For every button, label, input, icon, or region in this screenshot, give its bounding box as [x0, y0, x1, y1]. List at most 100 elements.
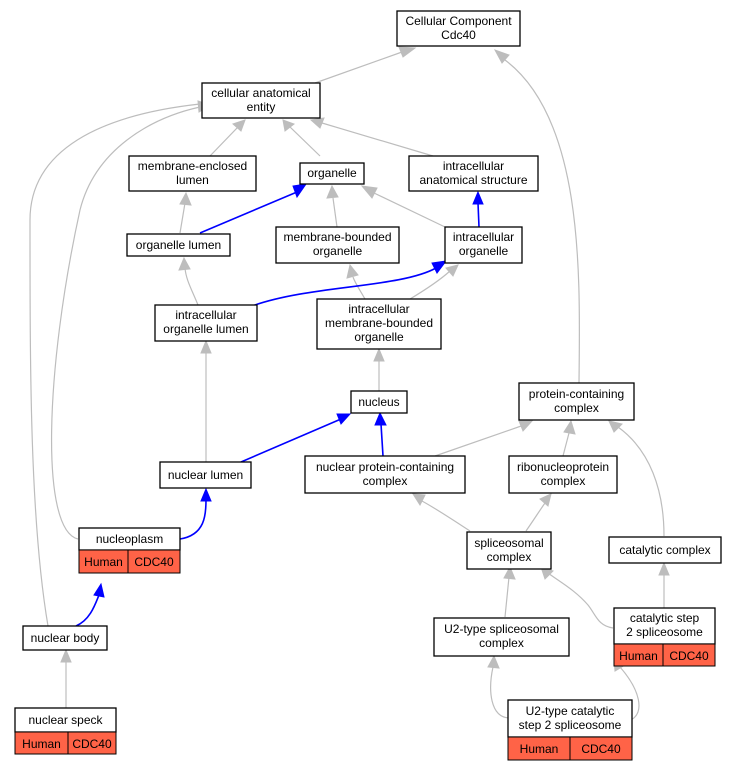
node-label-line: Cdc40 — [441, 28, 476, 42]
node-label-line: nucleoplasm — [96, 532, 163, 546]
edge-imbo-io — [409, 270, 451, 300]
arrowhead-pcc-from-npcc — [518, 420, 534, 432]
edge-u2c-cs2 — [619, 666, 640, 721]
edge-cs2-sc — [547, 572, 614, 629]
edge-io-org — [373, 192, 446, 228]
arrowhead-npcc-from-sc — [412, 493, 426, 507]
arrowhead-root-from-pcc — [493, 49, 510, 64]
node-nuclear-body[interactable]: nuclear body — [22, 625, 108, 651]
edge-imbo-mbo — [352, 276, 366, 300]
edge-rnp-pcc — [562, 432, 570, 457]
edge-io-ias — [477, 202, 480, 228]
annotation-gene: CDC40 — [669, 649, 709, 663]
arrowhead-orgl-from-iol — [178, 256, 191, 271]
node-label-line: intracellular — [175, 308, 236, 322]
node-organelle-lumen[interactable]: organelle lumen — [126, 233, 231, 257]
arrowhead-np-from-nb — [93, 582, 105, 598]
node-label-line: organelle — [354, 330, 404, 344]
annotation-species: Human — [22, 737, 61, 751]
node-label-line: complex — [363, 474, 408, 488]
edge-sc-npcc — [419, 499, 471, 532]
annotation-gene: CDC40 — [72, 737, 112, 751]
arrowhead-org-from-orgl — [292, 183, 308, 199]
node-label-line: membrane-enclosed — [138, 159, 247, 173]
arrowhead-io-from-imbo — [445, 264, 459, 277]
node-nucleoplasm[interactable]: nucleoplasm Human CDC40 — [78, 527, 181, 574]
edge-u2c-u2 — [490, 666, 511, 719]
edge-np-cae — [51, 106, 201, 540]
node-label-line: U2-type catalytic — [526, 704, 615, 718]
edge-cae-root — [314, 51, 403, 84]
node-label-line: membrane-bounded — [283, 230, 391, 244]
node-nuclear-protein-containing-complex[interactable]: nuclear protein-containing complex — [304, 455, 466, 494]
node-label-line: nuclear protein-containing — [316, 460, 454, 474]
nodes: Cellular Component Cdc40 cellular anatom… — [14, 10, 722, 761]
node-label-line: 2 spliceosome — [626, 625, 703, 639]
arrowhead-rnp-from-sc — [539, 493, 552, 507]
node-cellular-anatomical-entity[interactable]: cellular anatomical entity — [201, 82, 321, 119]
edge-mbo-org — [332, 197, 338, 228]
node-membrane-enclosed-lumen[interactable]: membrane-enclosed lumen — [128, 155, 257, 192]
node-intracellular-membrane-bounded-organelle[interactable]: intracellular membrane-bounded organelle — [316, 298, 442, 350]
node-u2-type-catalytic-step-2-spliceosome[interactable]: U2-type catalytic step 2 spliceosome Hum… — [507, 699, 633, 761]
node-spliceosomal-complex[interactable]: spliceosomal complex — [466, 531, 552, 570]
node-label-line: protein-containing — [529, 387, 624, 401]
arrowhead-io-from-iol — [431, 260, 448, 274]
arrowhead-cc-from-cs2 — [658, 561, 670, 576]
arrowhead-imbo-from-nuc — [373, 347, 385, 362]
arrowhead-cae-from-org — [282, 119, 296, 132]
node-u2-type-spliceosomal-complex[interactable]: U2-type spliceosomal complex — [433, 617, 570, 657]
node-label-line: complex — [541, 474, 586, 488]
node-intracellular-organelle[interactable]: intracellular organelle — [444, 226, 523, 264]
node-label-line: intracellular — [443, 159, 504, 173]
node-ribonucleoprotein-complex[interactable]: ribonucleoprotein complex — [508, 455, 618, 494]
arrowhead-ias-from-io — [472, 190, 484, 205]
node-nucleus[interactable]: nucleus — [350, 390, 408, 414]
arrowhead-pcc-from-rnp — [563, 419, 576, 435]
node-cellular-component-cdc40[interactable]: Cellular Component Cdc40 — [396, 10, 521, 47]
node-intracellular-organelle-lumen[interactable]: intracellular organelle lumen — [154, 304, 258, 342]
node-label-line: lumen — [176, 173, 209, 187]
edge-npcc-pcc — [434, 424, 525, 457]
node-catalytic-step-2-spliceosome[interactable]: catalytic step 2 spliceosome Human CDC40 — [613, 607, 716, 667]
edge-iol-orgl — [184, 267, 199, 306]
node-label-line: ribonucleoprotein — [517, 460, 609, 474]
arrowhead-sc-from-u2 — [503, 565, 516, 580]
arrowhead-nuc-from-nl — [336, 413, 352, 425]
arrowhead-nl-from-np — [200, 487, 212, 502]
edge-orgl-mel — [179, 202, 186, 234]
node-label-line: anatomical structure — [419, 173, 527, 187]
node-label-line: catalytic complex — [619, 543, 710, 557]
node-intracellular-anatomical-structure[interactable]: intracellular anatomical structure — [408, 155, 539, 192]
node-label-line: organelle lumen — [136, 238, 221, 252]
node-nuclear-speck[interactable]: nuclear speck Human CDC40 — [14, 707, 117, 755]
edge-mel-cae — [209, 126, 239, 157]
node-label-line: nuclear body — [31, 631, 100, 645]
node-label-line: organelle — [313, 244, 363, 258]
edge-sc-rnp — [525, 502, 546, 532]
annotation-gene: CDC40 — [134, 555, 174, 569]
edge-np-nl — [179, 499, 207, 540]
node-label-line: nuclear speck — [28, 713, 103, 727]
node-protein-containing-complex[interactable]: protein-containing complex — [518, 382, 635, 421]
node-catalytic-complex[interactable]: catalytic complex — [608, 536, 722, 564]
node-nuclear-lumen[interactable]: nuclear lumen — [159, 461, 252, 489]
node-organelle[interactable]: organelle — [299, 162, 365, 185]
annotation-species: Human — [84, 555, 123, 569]
node-label-line: complex — [487, 550, 532, 564]
edge-nb-np — [75, 594, 100, 627]
node-label-line: nuclear lumen — [168, 468, 243, 482]
annotation-species: Human — [619, 649, 658, 663]
edge-u2-sc — [504, 576, 510, 618]
arrowhead-pcc-from-cc — [608, 420, 623, 433]
arrowhead-cae-from-mel — [232, 119, 246, 132]
arrowhead-org-from-io — [360, 185, 378, 199]
annotation-species: Human — [520, 742, 559, 756]
edge-org-cae — [289, 126, 321, 157]
node-membrane-bounded-organelle[interactable]: membrane-bounded organelle — [275, 226, 400, 264]
edges — [29, 51, 665, 721]
edge-iol-io — [251, 267, 437, 307]
edge-nb-cae — [29, 103, 201, 627]
node-label-line: U2-type spliceosomal — [444, 622, 559, 636]
